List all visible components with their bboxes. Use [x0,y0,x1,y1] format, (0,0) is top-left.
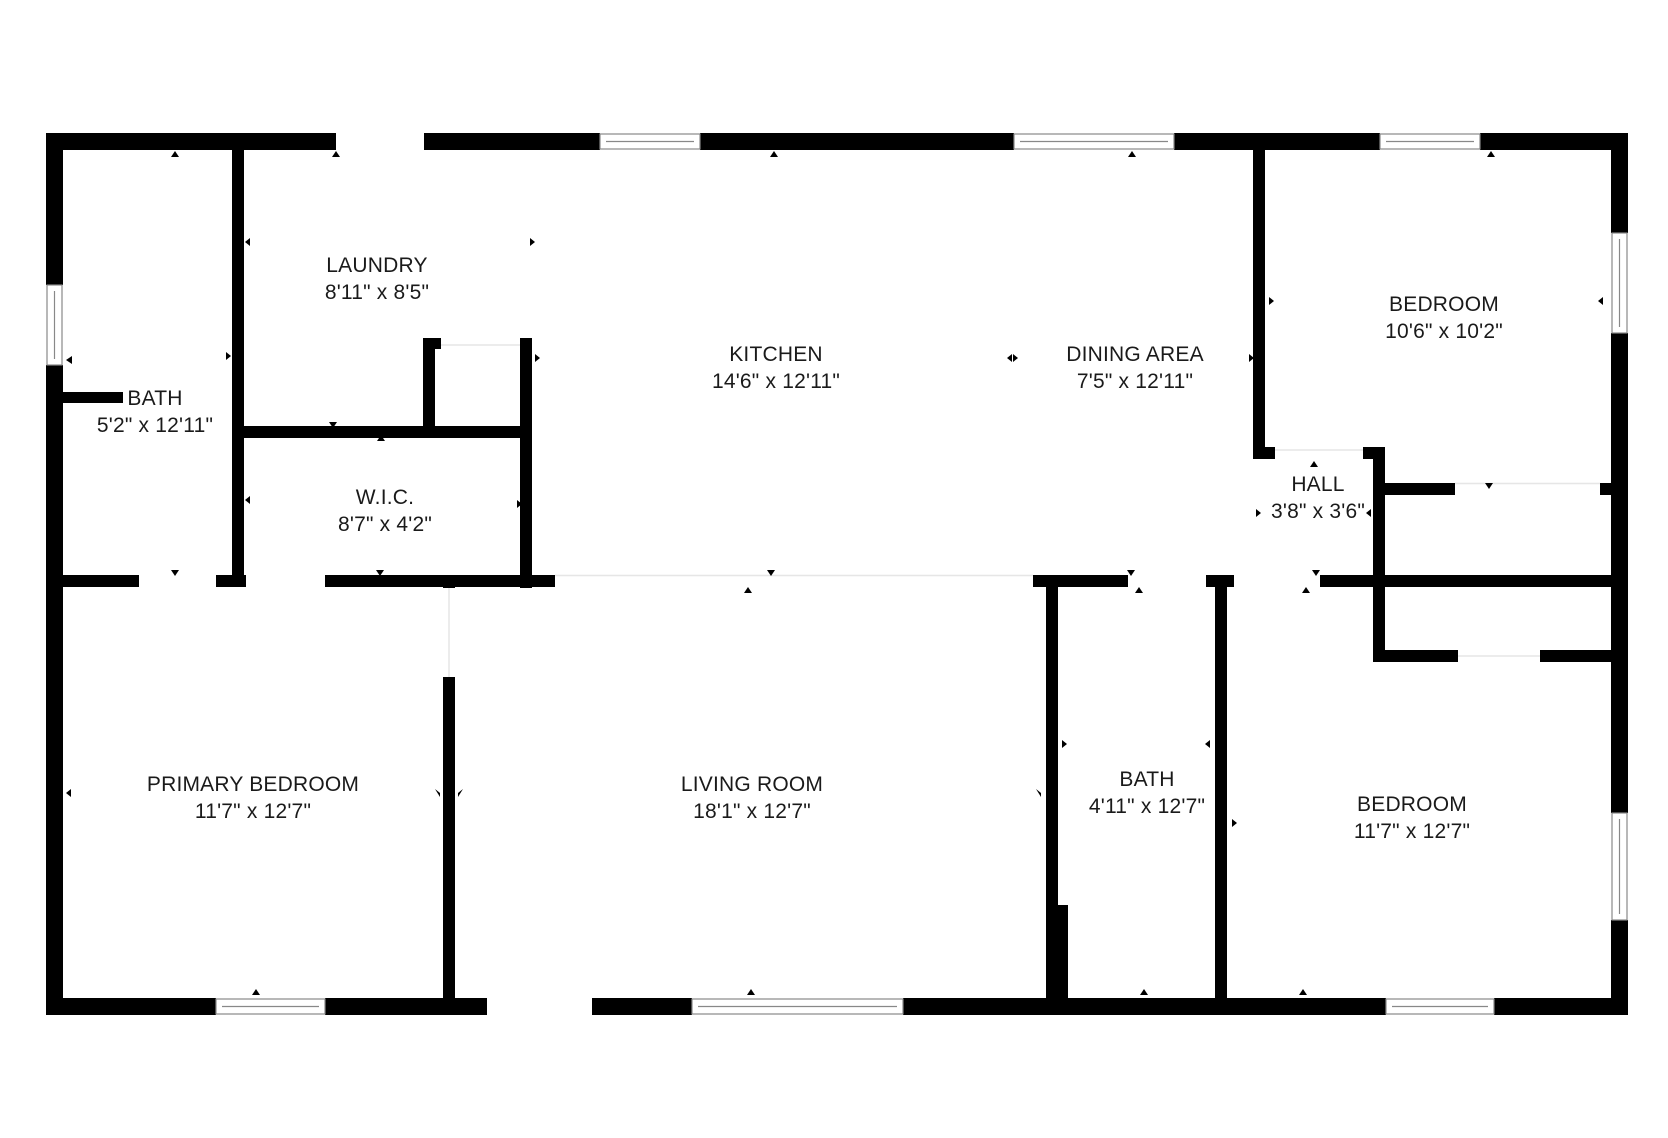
room-dimensions: 8'7" x 4'2" [337,513,433,536]
room-name: W.I.C. [355,486,415,509]
walls [46,133,1628,1015]
room-name: BEDROOM [1357,793,1467,816]
room-dimensions: 10'6" x 10'2" [1385,320,1503,343]
room-label-bedroom-se: BEDROOM 11'7" x 12'7" [1354,791,1470,845]
room-dimensions: 11'7" x 12'7" [1353,820,1471,843]
room-label-primary-bedroom: PRIMARY BEDROOM 11'7" x 12'7" [147,771,359,825]
room-label-hall: HALL 3'8" x 3'6" [1271,471,1365,525]
room-dimensions: 11'7" x 12'7" [194,800,312,823]
room-name: LIVING ROOM [680,773,824,796]
room-name: BATH [127,387,183,410]
room-label-kitchen: KITCHEN 14'6" x 12'11" [712,341,840,395]
room-label-wic: W.I.C. 8'7" x 4'2" [338,484,432,538]
room-label-living-room: LIVING ROOM 18'1" x 12'7" [681,771,823,825]
room-dimensions: 4'11" x 12'7" [1088,795,1206,818]
room-label-dining-area: DINING AREA 7'5" x 12'11" [1066,341,1204,395]
room-dimensions: 8'11" x 8'5" [324,281,430,304]
room-dimensions: 14'6" x 12'11" [711,370,841,393]
dimension-marker-icons [66,151,1603,995]
room-name: HALL [1291,473,1345,496]
room-dimensions: 18'1" x 12'7" [693,800,811,823]
room-name: LAUNDRY [326,254,428,277]
openings [441,344,1600,677]
room-dimensions: 5'2" x 12'11" [96,414,214,437]
room-label-bedroom-ne: BEDROOM 10'6" x 10'2" [1385,291,1503,345]
room-label-laundry: LAUNDRY 8'11" x 8'5" [325,252,429,306]
room-name: KITCHEN [729,343,823,366]
room-label-bath-center: BATH 4'11" x 12'7" [1089,766,1205,820]
room-dimensions: 3'8" x 3'6" [1270,500,1366,523]
windows [46,133,1628,1015]
room-name: DINING AREA [1066,343,1204,366]
room-name: BATH [1119,768,1175,791]
room-dimensions: 7'5" x 12'11" [1076,370,1194,393]
room-label-bath-left: BATH 5'2" x 12'11" [97,385,213,439]
room-name: PRIMARY BEDROOM [146,773,360,796]
room-name: BEDROOM [1389,293,1499,316]
